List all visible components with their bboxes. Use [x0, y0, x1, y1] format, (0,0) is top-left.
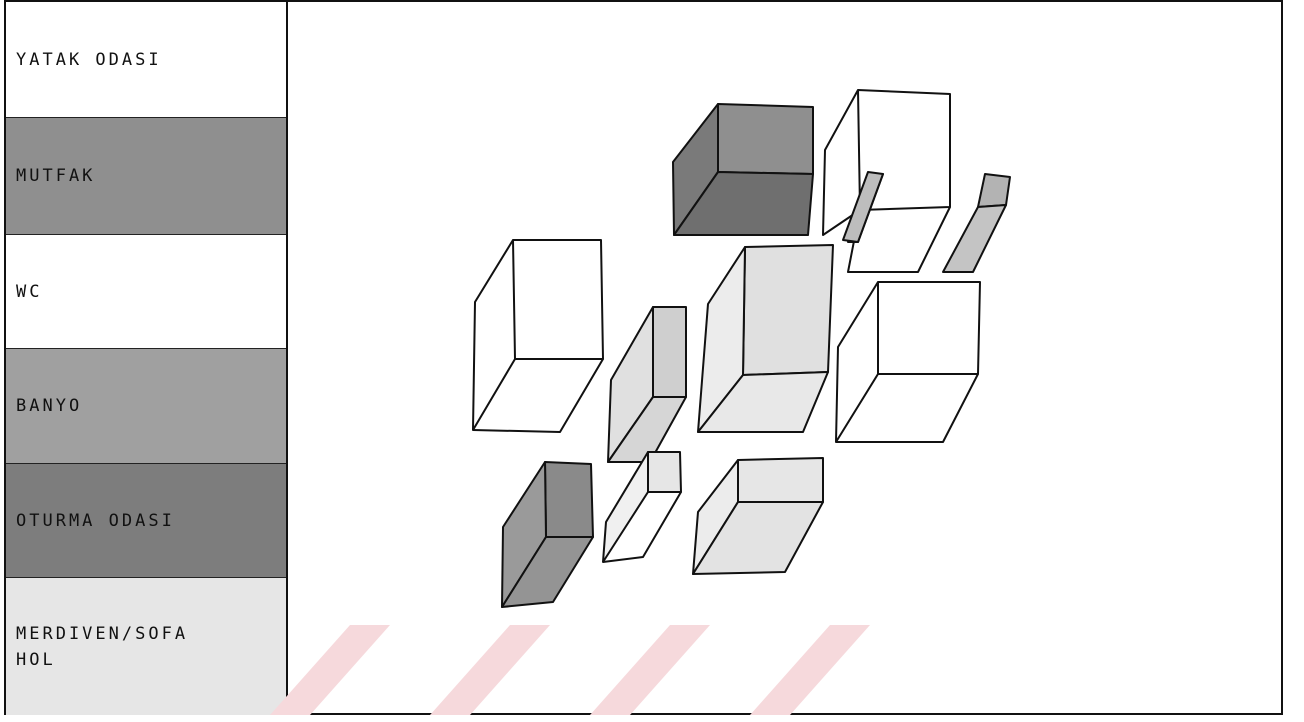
legend-item-mutfak: MUTFAK: [6, 118, 286, 235]
room-box-wc-2: [603, 452, 681, 562]
legend-label: OTURMA ODASI: [16, 508, 175, 534]
legend-item-banyo: BANYO: [6, 349, 286, 464]
room-legend: YATAK ODASI MUTFAK WC BANYO OTURMA ODASI…: [6, 2, 288, 713]
room-box-oturma-odasi: [502, 462, 593, 607]
legend-label: YATAK ODASI: [16, 47, 162, 73]
room-box-merdiven-sofa-2: [693, 458, 823, 574]
room-box-yatak-odasi-3: [836, 282, 980, 442]
legend-item-wc: WC: [6, 235, 286, 349]
room-volumes-canvas: [288, 2, 1281, 713]
legend-item-yatak-odasi: YATAK ODASI: [6, 2, 286, 118]
room-box-yatak-odasi-2: [473, 240, 603, 432]
room-volumes-drawing: [288, 2, 1281, 713]
legend-item-merdiven-sofa-hol: MERDIVEN/SOFA HOL: [6, 578, 286, 715]
room-box-yatak-odasi-1: [823, 90, 950, 272]
room-box-banyo-2: [943, 174, 1010, 272]
room-box-mutfak: [673, 104, 813, 235]
legend-label: MUTFAK: [16, 163, 95, 189]
legend-label: MERDIVEN/SOFA HOL: [16, 621, 188, 673]
legend-label: WC: [16, 279, 42, 305]
room-box-merdiven-sofa-1: [698, 245, 833, 432]
diagram-frame: YATAK ODASI MUTFAK WC BANYO OTURMA ODASI…: [4, 0, 1283, 715]
legend-item-oturma-odasi: OTURMA ODASI: [6, 464, 286, 578]
room-box-wc-1: [608, 307, 686, 462]
legend-label: BANYO: [16, 393, 82, 419]
